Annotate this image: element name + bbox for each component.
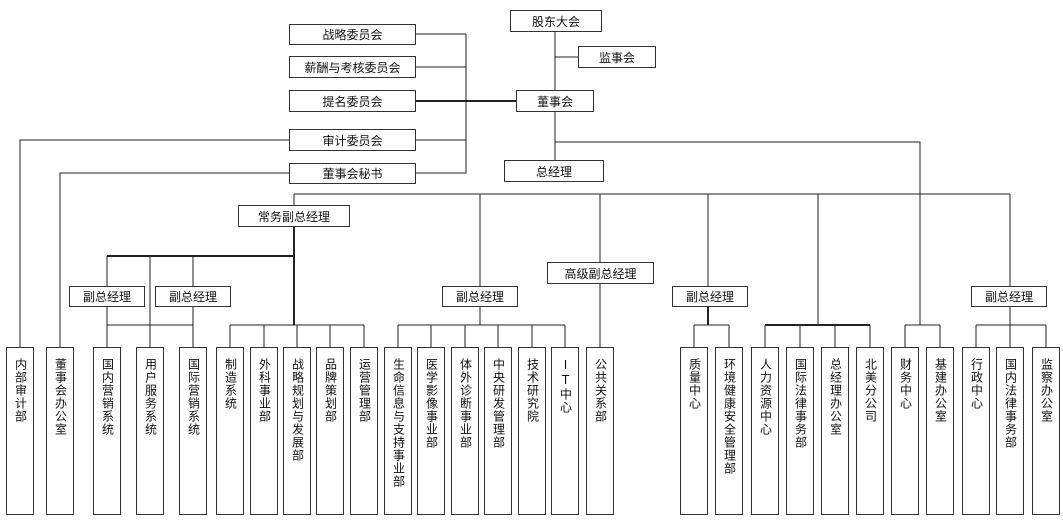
dept-finance: 财务中心: [891, 347, 919, 515]
senior-vp-box: 高级副总经理: [547, 262, 654, 284]
dept-quality: 质量中心: [680, 347, 708, 515]
dept-ehs: 环境健康安全管理部: [715, 347, 743, 515]
dept-surgical: 外科事业部: [250, 347, 278, 515]
dept-operations: 运营管理部: [350, 347, 378, 515]
compensation-committee-box: 薪酬与考核委员会: [289, 56, 416, 78]
supervisory-board-box: 监事会: [578, 46, 656, 68]
dept-intl-legal: 国际法律事务部: [786, 347, 814, 515]
dept-it-center: IT中心: [551, 347, 579, 515]
dept-supervision: 监察办公室: [1032, 347, 1060, 515]
dept-public-affairs: 公共关系部: [586, 347, 614, 515]
vp-box-4: 副总经理: [672, 286, 748, 307]
vp-box-5: 副总经理: [971, 286, 1047, 307]
vp-box-2: 副总经理: [155, 286, 231, 307]
dept-admin: 行政中心: [962, 347, 990, 515]
shareholders-meeting-box: 股东大会: [510, 10, 602, 32]
dept-north-america: 北美分公司: [856, 347, 884, 515]
audit-committee-box: 审计委员会: [289, 129, 416, 151]
dept-central-rd: 中央研发管理部: [484, 347, 512, 515]
dept-ivd: 体外诊断事业部: [451, 347, 479, 515]
dept-tech-institute: 技术研究院: [518, 347, 546, 515]
dept-brand: 品牌策划部: [316, 347, 344, 515]
dept-domestic-legal: 国内法律事务部: [996, 347, 1024, 515]
dept-strategy-dev: 战略规划与发展部: [283, 347, 311, 515]
dept-manufacturing: 制造系统: [216, 347, 244, 515]
dept-internal-audit: 内部审计部: [6, 347, 34, 515]
ceo-box: 总经理: [504, 160, 604, 182]
dept-gm-office: 总经理办公室: [821, 347, 849, 515]
dept-user-service: 用户服务系统: [136, 347, 164, 515]
dept-hr: 人力资源中心: [751, 347, 779, 515]
nomination-committee-box: 提名委员会: [289, 90, 416, 112]
dept-intl-marketing: 国际营销系统: [179, 347, 207, 515]
strategy-committee-box: 战略委员会: [289, 24, 416, 45]
dept-life-info: 生命信息与支持事业部: [384, 347, 412, 515]
vp-box-3: 副总经理: [442, 286, 518, 307]
vp-box-1: 副总经理: [69, 286, 145, 307]
dept-board-office: 董事会办公室: [46, 347, 74, 515]
board-secretary-box: 董事会秘书: [289, 163, 416, 184]
executive-vp-box: 常务副总经理: [238, 205, 350, 227]
dept-domestic-marketing: 国内营销系统: [93, 347, 121, 515]
dept-infrastructure: 基建办公室: [926, 347, 954, 515]
board-of-directors-box: 董事会: [516, 90, 594, 112]
dept-imaging: 医学影像事业部: [417, 347, 445, 515]
